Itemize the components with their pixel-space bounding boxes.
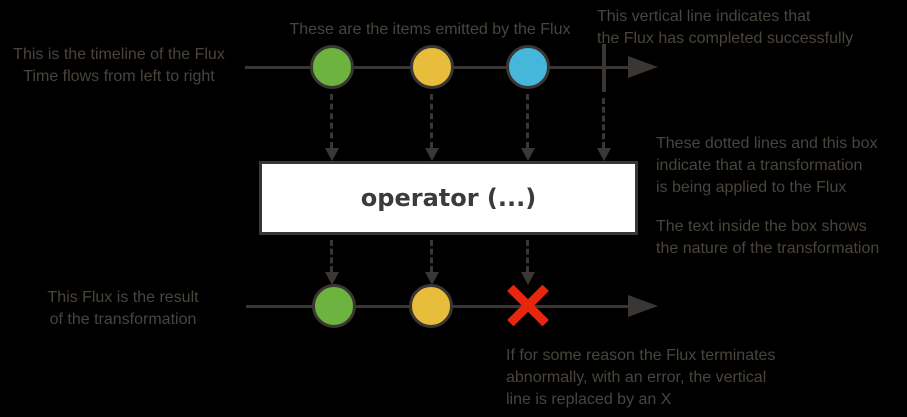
marble-bottom-yellow xyxy=(409,284,453,328)
dotted-arrow xyxy=(430,240,433,272)
marble-top-blue xyxy=(506,45,550,89)
note-error-termination: If for some reason the Flux terminates a… xyxy=(506,347,776,408)
dotted-arrow xyxy=(430,94,433,148)
dotted-arrow-head-icon xyxy=(325,148,339,161)
note-result-flux: This Flux is the result of the transform… xyxy=(47,289,199,328)
dotted-arrow-head-icon xyxy=(425,272,439,285)
dotted-arrow xyxy=(330,94,333,148)
dotted-arrow-head-icon xyxy=(325,272,339,285)
dotted-arrow-head-icon xyxy=(597,148,611,161)
error-x-icon xyxy=(507,284,549,327)
dotted-arrow-head-icon xyxy=(521,148,535,161)
dotted-arrow xyxy=(526,94,529,148)
note-timeline: This is the timeline of the Flux Time fl… xyxy=(13,46,225,85)
note-box-text: The text inside the box shows the nature… xyxy=(656,218,880,257)
note-items-emitted: These are the items emitted by the Flux xyxy=(289,21,571,38)
marble-top-green xyxy=(310,45,354,89)
note-transformation: These dotted lines and this box indicate… xyxy=(656,135,878,196)
dotted-arrow xyxy=(602,98,605,148)
dotted-arrow xyxy=(330,240,333,272)
complete-bar-icon xyxy=(602,44,606,92)
note-complete-line: This vertical line indicates that the Fl… xyxy=(597,8,854,47)
operator-box-label: operator (...) xyxy=(360,184,537,212)
dotted-arrow xyxy=(526,240,529,272)
marble-top-yellow xyxy=(410,45,454,89)
marble-bottom-green xyxy=(312,284,356,328)
dotted-arrow-head-icon xyxy=(425,148,439,161)
operator-box: operator (...) xyxy=(259,161,638,235)
bottom-timeline-arrow-icon xyxy=(628,295,658,317)
dotted-arrow-head-icon xyxy=(521,272,535,285)
top-timeline-arrow-icon xyxy=(628,56,658,78)
